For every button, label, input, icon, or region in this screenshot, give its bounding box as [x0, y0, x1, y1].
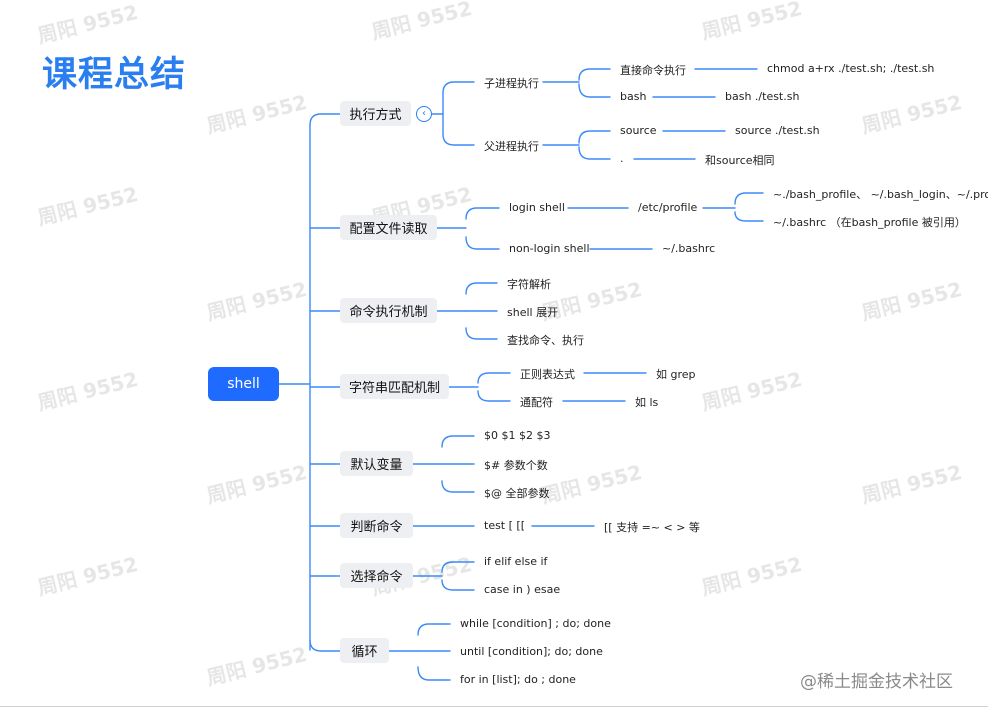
leaf-arg-count[interactable]: $# 参数个数 — [484, 459, 548, 472]
leaf-nonlogin-shell[interactable]: non-login shell — [509, 242, 590, 255]
node-config[interactable]: 配置文件读取 — [340, 215, 437, 240]
leaf-test[interactable]: test [ [[ — [484, 519, 525, 532]
leaf-source[interactable]: source — [620, 124, 657, 137]
leaf-direct-exec[interactable]: 直接命令执行 — [620, 64, 686, 77]
leaf-shell-expand[interactable]: shell 展开 — [507, 306, 559, 319]
leaf-find-exec[interactable]: 查找命令、执行 — [507, 334, 584, 347]
node-exec[interactable]: 执行方式 — [340, 101, 411, 126]
leaf-wildcard[interactable]: 通配符 — [520, 396, 553, 409]
leaf-source-test[interactable]: source ./test.sh — [735, 124, 820, 137]
node-mechanism[interactable]: 命令执行机制 — [340, 298, 437, 323]
leaf-regex[interactable]: 正则表达式 — [520, 368, 575, 381]
node-default-vars[interactable]: 默认变量 — [340, 451, 413, 476]
leaf-dot[interactable]: . — [620, 152, 624, 165]
leaf-login-shell[interactable]: login shell — [509, 201, 565, 214]
leaf-case-in[interactable]: case in ) esae — [484, 583, 561, 596]
bottom-divider — [0, 706, 988, 707]
leaf-child-process[interactable]: 子进程执行 — [484, 77, 539, 90]
root-node[interactable]: shell — [208, 367, 279, 401]
leaf-etc-profile[interactable]: /etc/profile — [638, 201, 698, 214]
node-loop[interactable]: 循环 — [340, 638, 389, 663]
leaf-bashrc-ref[interactable]: ~/.bashrc （在bash_profile 被引用） — [773, 216, 966, 229]
page-title: 课程总结 — [42, 55, 187, 95]
node-judge[interactable]: 判断命令 — [340, 513, 413, 538]
leaf-char-parse[interactable]: 字符解析 — [507, 278, 551, 291]
credit-label: @稀土掘金技术社区 — [800, 672, 953, 692]
leaf-chmod[interactable]: chmod a+rx ./test.sh; ./test.sh — [767, 62, 935, 75]
leaf-while[interactable]: while [condition] ; do; done — [460, 617, 611, 630]
leaf-bash[interactable]: bash — [620, 90, 647, 103]
node-string-match[interactable]: 字符串匹配机制 — [340, 374, 449, 399]
leaf-grep[interactable]: 如 grep — [656, 368, 696, 381]
leaf-bashrc[interactable]: ~/.bashrc — [662, 242, 716, 255]
leaf-double-bracket[interactable]: [[ 支持 =~ < > 等 — [604, 521, 700, 534]
leaf-bash-test[interactable]: bash ./test.sh — [725, 90, 800, 103]
leaf-ls[interactable]: 如 ls — [635, 396, 659, 409]
leaf-if-elif[interactable]: if elif else if — [484, 555, 548, 568]
leaf-positional-args[interactable]: $0 $1 $2 $3 — [484, 429, 551, 442]
node-select[interactable]: 选择命令 — [340, 563, 413, 588]
collapse-chevron-icon[interactable]: ‹ — [416, 106, 432, 122]
leaf-bash-profile[interactable]: ~./bash_profile、 ~/.bash_login、~/.profil… — [773, 188, 988, 201]
leaf-same-as-source[interactable]: 和source相同 — [705, 154, 775, 167]
leaf-until[interactable]: until [condition]; do; done — [460, 645, 603, 658]
leaf-parent-process[interactable]: 父进程执行 — [484, 140, 539, 153]
leaf-all-args[interactable]: $@ 全部参数 — [484, 487, 550, 500]
leaf-for-in[interactable]: for in [list]; do ; done — [460, 673, 576, 686]
